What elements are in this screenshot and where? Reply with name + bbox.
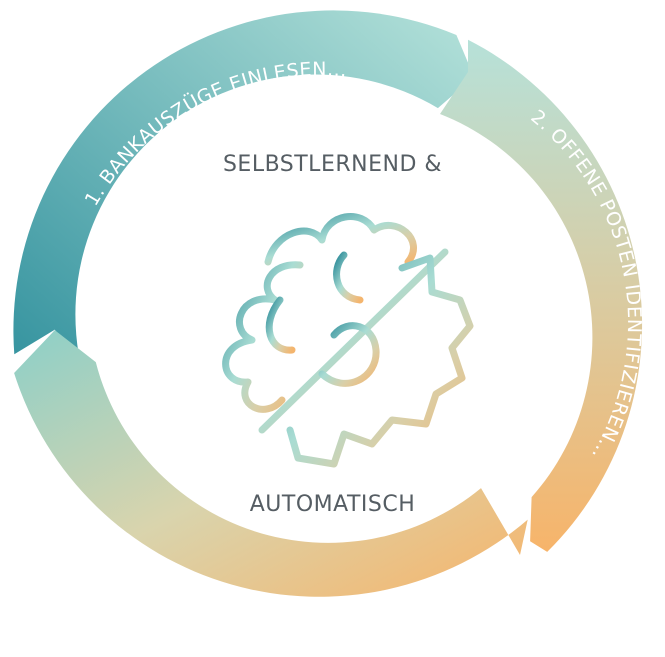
segment-3 (14, 330, 528, 597)
center-bottom-label: AUTOMATISCH (249, 492, 416, 517)
brain-gear-icon (222, 213, 474, 468)
segment-1 (13, 10, 474, 408)
center-top-label: SELBSTLERNEND & (222, 152, 443, 177)
segment-2 (440, 39, 643, 552)
